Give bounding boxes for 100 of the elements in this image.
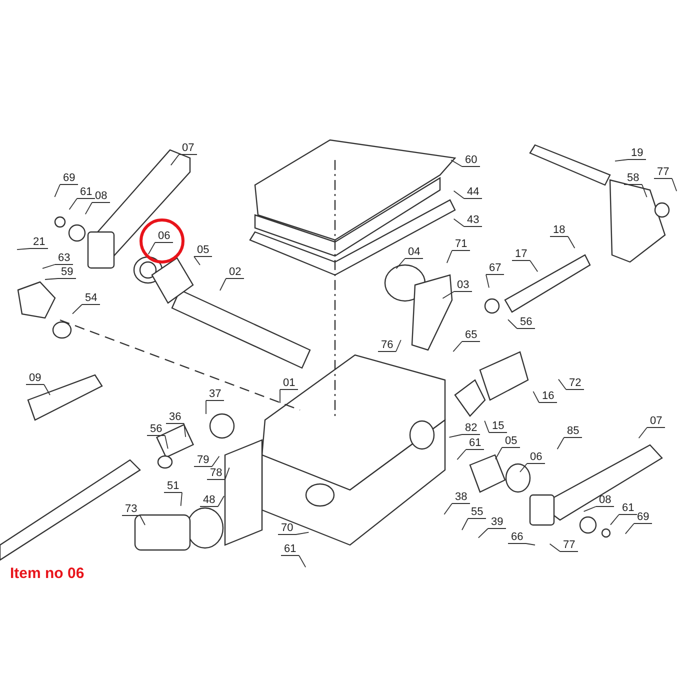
callout-number: 54 [82, 292, 100, 305]
leader-line [16, 248, 30, 250]
leader-line [568, 236, 576, 249]
callout-number: 77 [654, 166, 672, 179]
callout-number: 61 [466, 437, 484, 450]
callout-number: 70 [278, 522, 296, 535]
leader-line [194, 256, 200, 266]
leader-line [456, 449, 466, 460]
leader-line [624, 523, 634, 534]
leader-line [549, 543, 560, 552]
callout-number: 16 [539, 390, 558, 403]
leader-line [478, 528, 488, 538]
leader-line [148, 242, 156, 255]
leader-line [180, 492, 182, 506]
leader-line [220, 278, 226, 291]
leader-line [54, 184, 60, 198]
callout-number: 67 [486, 262, 504, 275]
leader-line [42, 264, 56, 269]
leader-line [68, 198, 78, 210]
callout-number: 69 [634, 511, 652, 524]
leader-line [444, 503, 452, 515]
leader-line [396, 340, 402, 352]
leader-line [530, 260, 538, 272]
callout-number: 77 [560, 539, 578, 552]
leader-line [442, 291, 454, 299]
callout-number: 08 [92, 190, 110, 203]
callout-number: 06 [527, 451, 546, 464]
callout-number: 37 [206, 388, 224, 401]
leader-line [520, 463, 528, 472]
leader-line [453, 190, 464, 199]
callout-number: 01 [280, 377, 298, 390]
callout-number: 09 [26, 372, 44, 385]
leader-line [84, 202, 92, 215]
callout-number: 04 [405, 246, 424, 259]
callout-number: 63 [55, 252, 74, 265]
leader-line [450, 160, 462, 167]
callout-number: 61 [281, 543, 300, 556]
callout-number: 78 [207, 467, 226, 480]
callout-number: 71 [452, 238, 470, 251]
callout-number: 02 [226, 266, 244, 279]
callout-number: 05 [502, 435, 520, 448]
callout-number: 58 [624, 172, 642, 185]
callout-number: 65 [462, 329, 480, 342]
leader-line [212, 456, 220, 467]
leader-line [638, 427, 648, 439]
callout-number: 82 [462, 422, 480, 435]
callout-number: 06 [155, 230, 174, 243]
leader-line [224, 467, 230, 480]
callout-number: 38 [452, 491, 470, 504]
callout-number: 08 [596, 494, 614, 507]
callout-number: 51 [164, 480, 182, 493]
leader-line [484, 420, 490, 433]
callout-number: 03 [454, 279, 472, 292]
leader-line [164, 435, 168, 450]
callout-number: 21 [30, 236, 48, 249]
callout-number: 39 [488, 516, 506, 529]
leader-line [448, 434, 462, 438]
callout-number: 48 [200, 494, 218, 507]
leader-line [610, 514, 620, 526]
callout-number: 66 [508, 531, 526, 544]
callout-number: 76 [378, 339, 396, 352]
leader-line [44, 278, 58, 280]
callout-number: 61 [77, 186, 96, 199]
callout-number: 73 [122, 503, 140, 516]
caption: Item no 06 [10, 565, 84, 582]
leader-line [526, 543, 536, 546]
leader-line [614, 159, 628, 162]
leader-line [396, 258, 406, 270]
callout-number: 19 [628, 147, 646, 160]
leader-line [583, 506, 596, 512]
callout-number: 44 [464, 186, 482, 199]
callout-number: 07 [647, 415, 666, 428]
callout-number: 15 [489, 420, 508, 433]
leader-line [452, 341, 462, 352]
leader-line [453, 218, 464, 227]
leader-line [170, 154, 180, 166]
callout-number: 18 [550, 224, 568, 237]
callout-number: 60 [462, 154, 480, 167]
callout-number: 79 [194, 454, 212, 467]
leader-line [218, 496, 224, 507]
leader-line [558, 378, 566, 390]
leader-line [532, 390, 540, 403]
leader-line [642, 184, 648, 198]
leader-line [298, 555, 306, 568]
leader-line [44, 384, 50, 396]
callout-number: 56 [147, 423, 166, 436]
callout-number: 72 [566, 377, 584, 390]
leader-line [446, 250, 452, 264]
callout-number: 17 [512, 248, 530, 261]
leader-line [556, 437, 564, 450]
leader-line [672, 178, 678, 192]
callout-number: 07 [179, 142, 198, 155]
callout-number: 59 [58, 266, 76, 279]
callout-number: 56 [517, 316, 536, 329]
leader-line [486, 274, 490, 288]
leader-line [462, 518, 468, 530]
callout-number: 85 [564, 425, 582, 438]
callout-number: 36 [166, 411, 184, 424]
leader-line [296, 532, 310, 535]
callout-number: 43 [464, 214, 482, 227]
